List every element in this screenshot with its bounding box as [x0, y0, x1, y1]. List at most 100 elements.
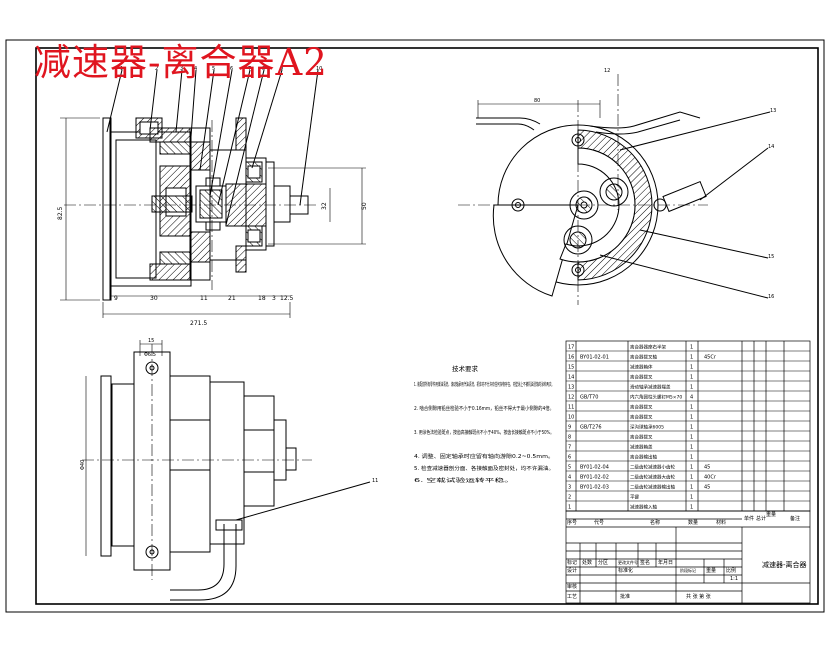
- front-section-view: [60, 69, 366, 318]
- leader-8: 8: [262, 66, 265, 72]
- bom-cell-material: 45: [704, 465, 710, 471]
- tb-weight: 重量: [706, 567, 716, 574]
- tech-heading: 技术要求: [452, 364, 479, 373]
- bom-cell-qty: 1: [690, 375, 693, 381]
- bom-cell-code: GB/T276: [580, 425, 602, 431]
- tb-change-doc: 更改文件号: [618, 559, 638, 565]
- dim-3: 3: [272, 295, 276, 302]
- right-view-labels: 80 12 13 14 15 16: [534, 68, 776, 300]
- leader-1: 1: [120, 66, 123, 72]
- tb-zones: 处数: [582, 559, 592, 566]
- leader-12: 12: [604, 68, 610, 74]
- bom-header-qty: 数量: [688, 519, 698, 526]
- leader-15: 15: [768, 254, 774, 260]
- dim-50: 50: [361, 202, 368, 210]
- dim-12-5: 12.5: [280, 295, 294, 302]
- tb-date: 年月日: [658, 559, 673, 566]
- bom-cell-no: 9: [568, 425, 571, 431]
- bom-cell-name: 减速器箱体: [630, 364, 653, 371]
- tb-approve: 批准: [620, 593, 630, 600]
- bom-cell-qty: 1: [690, 405, 693, 411]
- bom-cell-no: 12: [568, 395, 574, 401]
- title-block: [565, 510, 811, 604]
- tb-scale: 比例: [726, 567, 736, 574]
- right-circular-view: [458, 74, 771, 305]
- dim-30: 30: [150, 295, 158, 302]
- bom-cell-qty: 1: [690, 495, 693, 501]
- bom-header-weight: 重量: [766, 511, 776, 518]
- bom-header-material: 材料: [716, 519, 726, 526]
- bom-cell-qty: 1: [690, 365, 693, 371]
- leader-3: 3: [180, 66, 183, 72]
- title-block-labels: 序号 代号 名称 数量 材料 单件 总计 重量 备注 标记 处数 分区 更改文件…: [567, 511, 807, 600]
- bom-cell-name: 深沟球轴承6005: [630, 424, 664, 431]
- leader-10: 10: [316, 66, 322, 72]
- tb-marks: 标记: [567, 559, 577, 566]
- leader-11: 11: [372, 478, 378, 484]
- bom-header-single: 单件: [744, 515, 754, 522]
- bom-cell-no: 3: [568, 485, 571, 491]
- bom-cell-name: 平键: [630, 494, 639, 501]
- bom-header-total: 总计: [756, 515, 766, 522]
- bom-cell-code: BY01-02-04: [580, 465, 609, 471]
- tech-item-2: 2. 啮合侧隙用铅丝检验不小于0.16mm，铅丝不得大于最小侧隙的4倍。: [414, 405, 554, 412]
- dim-82-5: 82.5: [57, 206, 64, 220]
- dim-9: 9: [114, 295, 118, 302]
- top-view: [82, 340, 371, 601]
- tech-item-1: 1. 装配前所有零件用煤油清洗，滚动轴承用汽油清洗，机体内不允许有任何杂物存在，…: [414, 381, 554, 388]
- bom-header-code: 代号: [594, 519, 604, 526]
- leader-16: 16: [768, 294, 774, 300]
- dim-18: 18: [258, 295, 266, 302]
- tb-stage: 阶段标记: [680, 567, 696, 573]
- dim-271-5: 271.5: [190, 320, 207, 327]
- dim-15: 15: [148, 338, 154, 344]
- tb-sheets: 共 张 第 张: [686, 593, 711, 600]
- bom-cell-no: 4: [568, 475, 571, 481]
- sheet-inner-border: [35, 47, 819, 605]
- bom-cell-name: 离合器拨叉轴: [630, 354, 657, 361]
- leader-5: 5: [212, 66, 215, 72]
- bom-cell-no: 5: [568, 465, 571, 471]
- bom-cell-qty: 1: [690, 425, 693, 431]
- leader-7: 7: [248, 66, 251, 72]
- tb-scale-value: 1:1: [730, 576, 738, 582]
- bom-cell-name: 离合器拨叉: [630, 434, 653, 441]
- dim-32: 32: [321, 202, 328, 210]
- leader-14: 14: [768, 144, 774, 150]
- bom-cell-no: 6: [568, 455, 571, 461]
- bom-cell-no: 8: [568, 435, 571, 441]
- bom-cell-name: 减速器箱盖: [630, 444, 653, 451]
- bom-cell-no: 2: [568, 495, 571, 501]
- bom-cell-no: 14: [568, 375, 574, 381]
- tb-process: 工艺: [567, 594, 577, 600]
- leader-4: 4: [194, 66, 197, 72]
- tb-drawing-name: 减速器-离合器: [762, 560, 807, 569]
- bom-cell-qty: 4: [690, 395, 693, 401]
- bom-cell-qty: 1: [690, 505, 693, 511]
- leader-9: 9: [280, 66, 283, 72]
- bom-header-no: 序号: [567, 519, 577, 526]
- tech-item-5: 5. 检查减速器剖分面、各接触面及密封处，均不许漏油。: [414, 465, 554, 472]
- bom-cell-qty: 1: [690, 355, 693, 361]
- dim-21: 21: [228, 295, 236, 302]
- bom-cell-name: 离合器拨叉: [630, 404, 653, 411]
- bom-header-note: 备注: [790, 515, 800, 522]
- bom-cell-name: 二级齿轮减速器小齿轮: [630, 464, 675, 471]
- bom-cell-no: 10: [568, 415, 574, 421]
- front-leader-numbers: 1 2 3 4 5 6 7 8 9 10: [120, 66, 322, 72]
- drawing-title: 减速器-离合器A2: [34, 41, 328, 84]
- bom-cell-qty: 1: [690, 455, 693, 461]
- leader-2: 2: [155, 66, 158, 72]
- tech-item-4: 4. 调整、固定轴承时应留有轴向游隙0.2~0.5mm。: [414, 453, 554, 460]
- dim-phi6-5: Φ6.5: [144, 352, 156, 358]
- tb-designer: 设计: [567, 567, 577, 574]
- bom-cell-name: 离合器拨叉: [630, 414, 653, 421]
- bom-cell-qty: 1: [690, 415, 693, 421]
- bom-cell-code: BY01-02-01: [580, 355, 609, 361]
- leader-13: 13: [770, 108, 776, 114]
- bom-cell-name: 二级齿轮减速器输出轴: [630, 484, 675, 491]
- bom-cell-name: 二级齿轮减速器大齿轮: [630, 474, 675, 481]
- leader-6: 6: [230, 66, 233, 72]
